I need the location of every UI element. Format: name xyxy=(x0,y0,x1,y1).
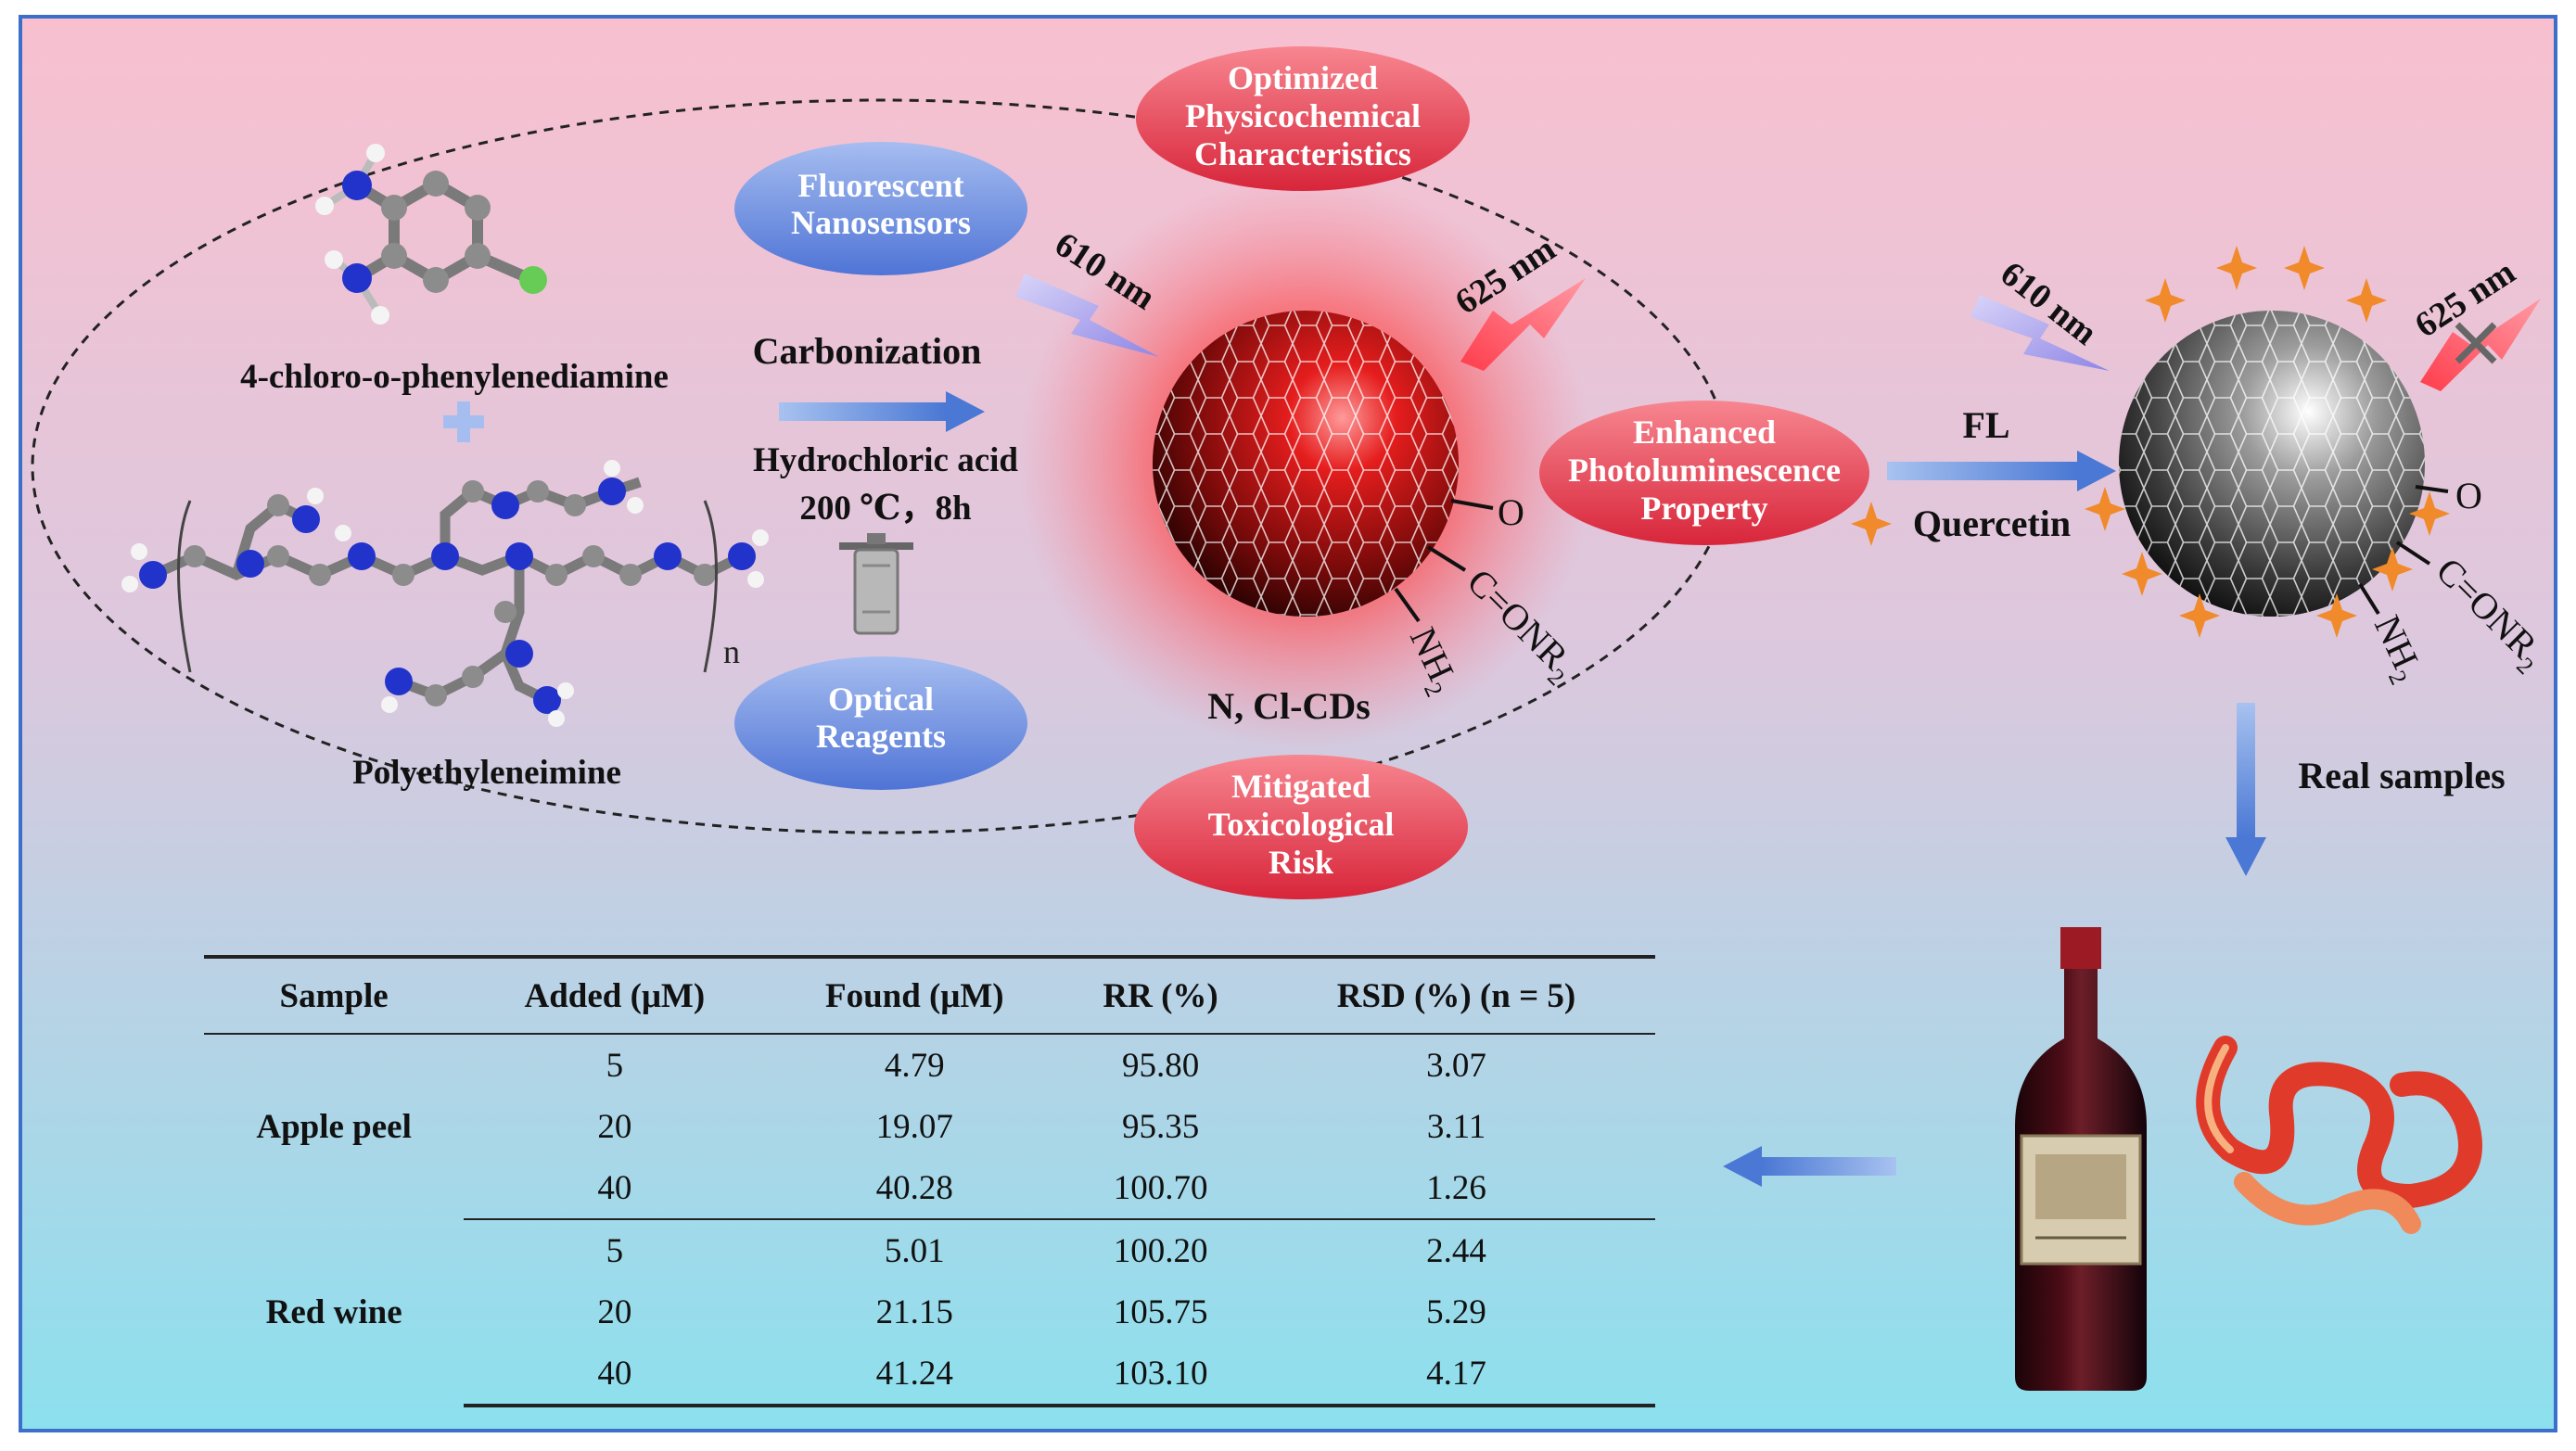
table-row: Red wine 5 5.01 100.20 2.44 xyxy=(204,1219,1655,1332)
recovery-table: Sample Added (μM) Found (μM) RR (%) RSD … xyxy=(204,955,1655,1407)
detection-mode-label: FL xyxy=(1962,404,2009,446)
apple-peel-group: Apple peel 5 4.79 95.80 3.07 20 19.07 95… xyxy=(204,1034,1655,1220)
feature-optimized-characteristics: Optimized Physicochemical Characteristic… xyxy=(1136,46,1470,191)
cell: 4.17 xyxy=(1257,1343,1655,1407)
cell: 5 xyxy=(606,1046,624,1085)
repeat-bracket-right xyxy=(703,500,718,673)
cell: 5.01 xyxy=(884,1231,945,1270)
svg-text:Optical: Optical xyxy=(828,681,934,718)
grey-group-o-label: O xyxy=(2455,475,2482,516)
group-o-label: O xyxy=(1498,491,1524,533)
grey-bond-o xyxy=(2415,485,2449,493)
sample-name: Apple peel xyxy=(256,1108,412,1146)
cell: 40 xyxy=(464,1157,766,1220)
real-samples-arrow xyxy=(2225,703,2266,876)
svg-text:Physicochemical: Physicochemical xyxy=(1185,97,1421,134)
feature-fluorescent-nanosensors: Fluorescent Nanosensors xyxy=(734,142,1027,275)
cell: 3.07 xyxy=(1426,1046,1486,1085)
real-samples-label: Real samples xyxy=(2298,755,2505,796)
emission-bolt-icon xyxy=(1460,278,1586,371)
table-row: 40 40.28 100.70 1.26 xyxy=(204,1157,1655,1220)
cell: 3.11 xyxy=(1426,1107,1486,1146)
feature-optical-reagents: Optical Reagents xyxy=(734,656,1027,790)
precursor-2-label: Polyethyleneimine xyxy=(352,754,621,792)
bond-o xyxy=(1450,499,1494,510)
analyte-label: Quercetin xyxy=(1913,503,2071,544)
bound-quercetin-stars xyxy=(2085,246,2450,638)
autoclave-icon xyxy=(839,533,913,635)
svg-text:Fluorescent: Fluorescent xyxy=(797,167,963,204)
cell: 5.29 xyxy=(1426,1292,1486,1331)
svg-text:Enhanced: Enhanced xyxy=(1633,414,1776,451)
cd-name-label: N, Cl-CDs xyxy=(1207,685,1371,727)
svg-text:Toxicological: Toxicological xyxy=(1208,806,1395,843)
red-wine-bottle-icon xyxy=(2015,927,2147,1391)
feature-enhanced-photoluminescence: Enhanced Photoluminescence Property xyxy=(1539,401,1869,545)
bond-amine xyxy=(1394,587,1421,623)
table-row: Apple peel 5 4.79 95.80 3.07 xyxy=(204,1034,1655,1147)
svg-text:Property: Property xyxy=(1640,490,1767,527)
synthesis-arrow xyxy=(779,391,985,432)
cell: 40 xyxy=(464,1343,766,1407)
col-found: Found (μM) xyxy=(765,957,1065,1035)
table-row: 20 21.15 105.75 5.29 xyxy=(204,1281,1655,1343)
chlorophenylenediamine-structure xyxy=(315,144,547,325)
detection-excitation-bolt-icon xyxy=(1970,295,2110,371)
grey-bond-amine xyxy=(2358,582,2380,616)
polyethyleneimine-atoms xyxy=(121,460,769,727)
cell: 100.20 xyxy=(1113,1231,1208,1270)
cell: 4.79 xyxy=(884,1046,945,1085)
grey-bond-amide xyxy=(2395,541,2431,566)
quenched-carbon-dot xyxy=(2119,311,2425,617)
svg-text:Optimized: Optimized xyxy=(1228,59,1378,96)
cell: 21.15 xyxy=(875,1292,953,1331)
cell: 95.35 xyxy=(1121,1107,1200,1146)
table-row: 40 41.24 103.10 4.17 xyxy=(204,1343,1655,1407)
excitation-bolt-icon xyxy=(1015,274,1159,357)
cell: 20 xyxy=(597,1107,632,1146)
precursor-1-label: 4-chloro-o-phenylenediamine xyxy=(240,358,669,396)
detection-arrow xyxy=(1887,451,2116,491)
cell: 100.70 xyxy=(1064,1157,1258,1220)
col-rr: RR (%) xyxy=(1064,957,1258,1035)
table-row: 20 19.07 95.35 3.11 xyxy=(204,1096,1655,1157)
cell: 20 xyxy=(597,1292,632,1331)
quercetin-star-icon xyxy=(1851,502,1892,546)
repeat-n-label: n xyxy=(723,633,740,670)
svg-text:Reagents: Reagents xyxy=(816,718,946,755)
svg-text:Risk: Risk xyxy=(1269,844,1333,881)
col-rsd: RSD (%) (n = 5) xyxy=(1257,957,1655,1035)
synthesis-step-label: Carbonization xyxy=(753,330,982,372)
cell: 5 xyxy=(606,1231,624,1270)
apple-peel-icon xyxy=(2196,1036,2482,1234)
feature-mitigated-risk: Mitigated Toxicological Risk xyxy=(1134,755,1468,899)
cell: 40.28 xyxy=(765,1157,1065,1220)
synthesis-condition-acid: Hydrochloric acid xyxy=(753,441,1018,479)
cell: 41.24 xyxy=(765,1343,1065,1407)
sample-name: Red wine xyxy=(265,1293,402,1331)
back-to-table-arrow xyxy=(1723,1146,1896,1187)
quench-cross-icon xyxy=(2455,322,2497,364)
svg-text:Photoluminescence: Photoluminescence xyxy=(1568,452,1841,489)
red-wine-group: Red wine 5 5.01 100.20 2.44 20 21.15 105… xyxy=(204,1219,1655,1407)
svg-text:Mitigated: Mitigated xyxy=(1231,768,1371,805)
cell: 19.07 xyxy=(875,1107,953,1146)
cell: 95.80 xyxy=(1121,1046,1200,1085)
col-sample: Sample xyxy=(204,957,465,1035)
bond-amide xyxy=(1426,545,1467,572)
table-header-row: Sample Added (μM) Found (μM) RR (%) RSD … xyxy=(204,957,1655,1035)
red-carbon-dot xyxy=(1153,311,1459,617)
plus-icon xyxy=(443,401,484,442)
svg-text:Characteristics: Characteristics xyxy=(1194,135,1411,172)
repeat-bracket-left xyxy=(177,500,192,673)
col-added: Added (μM) xyxy=(464,957,766,1035)
svg-text:Nanosensors: Nanosensors xyxy=(791,204,971,241)
cell: 105.75 xyxy=(1113,1292,1208,1331)
cell: 2.44 xyxy=(1426,1231,1486,1270)
cell: 103.10 xyxy=(1064,1343,1258,1407)
synthesis-condition-temp: 200 ℃，8h xyxy=(799,490,972,528)
cell: 1.26 xyxy=(1257,1157,1655,1220)
